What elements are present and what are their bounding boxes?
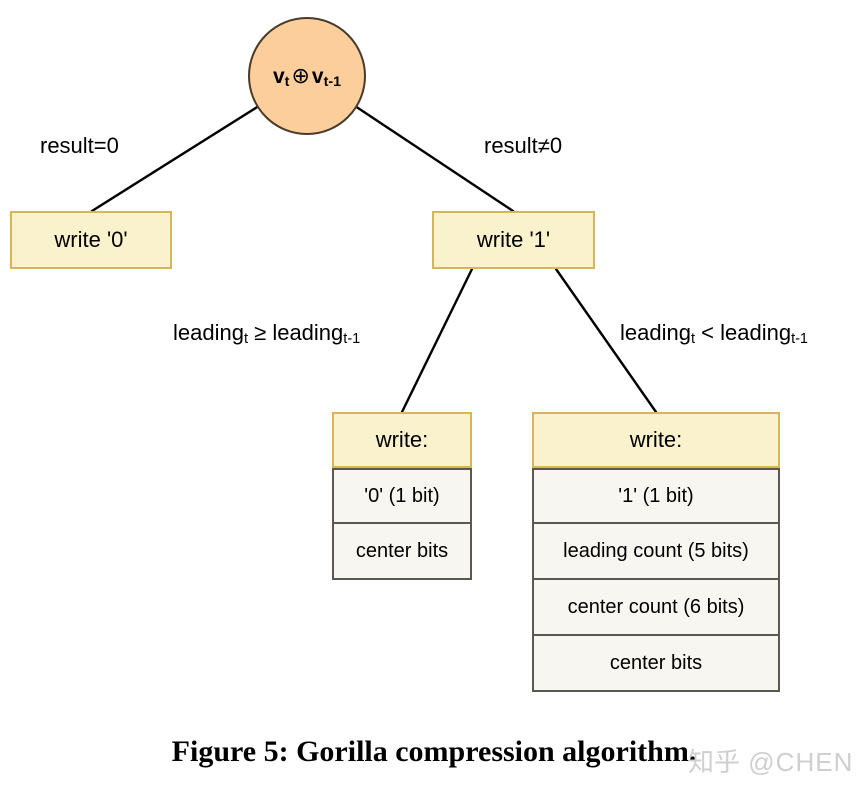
root-sub-t-minus-1: t-1 <box>323 74 341 91</box>
watermark-logo: 知乎 <box>688 748 741 778</box>
leading-lt-prefix-b: leading <box>720 320 792 345</box>
root-node-xor[interactable]: vt⊕vt-1 <box>248 17 366 135</box>
figure-caption: Figure 5: Gorilla compression algorithm. <box>171 735 697 768</box>
leading-ge-sub-a: t <box>243 330 248 347</box>
root-node-label: vt⊕vt-1 <box>272 63 341 91</box>
leading-lt-sub-b: t-1 <box>791 330 809 347</box>
table-right-header: write: <box>532 412 780 468</box>
leading-lt-sub-a: t <box>690 330 695 347</box>
node-write-zero-label: write '0' <box>54 227 128 252</box>
xor-icon: ⊕ <box>291 63 310 88</box>
table-right-row-1: leading count (5 bits) <box>563 539 749 562</box>
watermark-handle: @CHEN <box>748 747 854 777</box>
table-node-right[interactable]: write: '1' (1 bit) leading count (5 bits… <box>532 412 780 692</box>
node-write-zero[interactable]: write '0' <box>10 211 172 269</box>
leading-lt-operator: < <box>701 320 714 345</box>
leading-lt-prefix-a: leading <box>620 320 691 345</box>
node-write-one-label: write '1' <box>476 227 551 252</box>
table-left-row-1: center bits <box>355 539 449 562</box>
table-right-row-2: center count (6 bits) <box>567 595 745 618</box>
table-right-row-0: '1' (1 bit) <box>618 484 694 507</box>
table-row: center bits <box>332 524 472 580</box>
table-left-row-0: '0' (1 bit) <box>364 484 440 507</box>
leading-ge-operator: ≥ <box>254 320 267 345</box>
edge-label-result-nonzero: result≠0 <box>484 133 563 158</box>
node-write-one[interactable]: write '1' <box>432 211 595 269</box>
table-left-header-label: write: <box>375 427 429 452</box>
table-right-row-3: center bits <box>609 651 703 674</box>
edge-label-leading-ge: leadingt ≥ leadingt-1 <box>173 320 361 347</box>
table-right-header-label: write: <box>629 427 683 452</box>
table-row: '0' (1 bit) <box>332 468 472 524</box>
table-row: center count (6 bits) <box>532 580 780 636</box>
edge-label-leading-lt: leadingt < leadingt-1 <box>620 320 809 347</box>
edge-write-one-to-left-table <box>400 267 474 414</box>
table-row: '1' (1 bit) <box>532 468 780 524</box>
table-row: leading count (5 bits) <box>532 524 780 580</box>
leading-ge-sub-b: t-1 <box>343 330 361 347</box>
table-node-left[interactable]: write: '0' (1 bit) center bits <box>332 412 472 580</box>
edge-label-result-zero: result=0 <box>40 133 119 158</box>
watermark: 知乎 @CHEN <box>688 742 853 779</box>
leading-ge-prefix-a: leading <box>173 320 244 345</box>
table-left-header: write: <box>332 412 472 468</box>
table-row: center bits <box>532 636 780 692</box>
root-sub-t: t <box>284 74 290 91</box>
root-var-current: v <box>272 65 285 88</box>
root-var-previous: v <box>311 65 324 88</box>
leading-ge-prefix-b: leading <box>272 320 344 345</box>
